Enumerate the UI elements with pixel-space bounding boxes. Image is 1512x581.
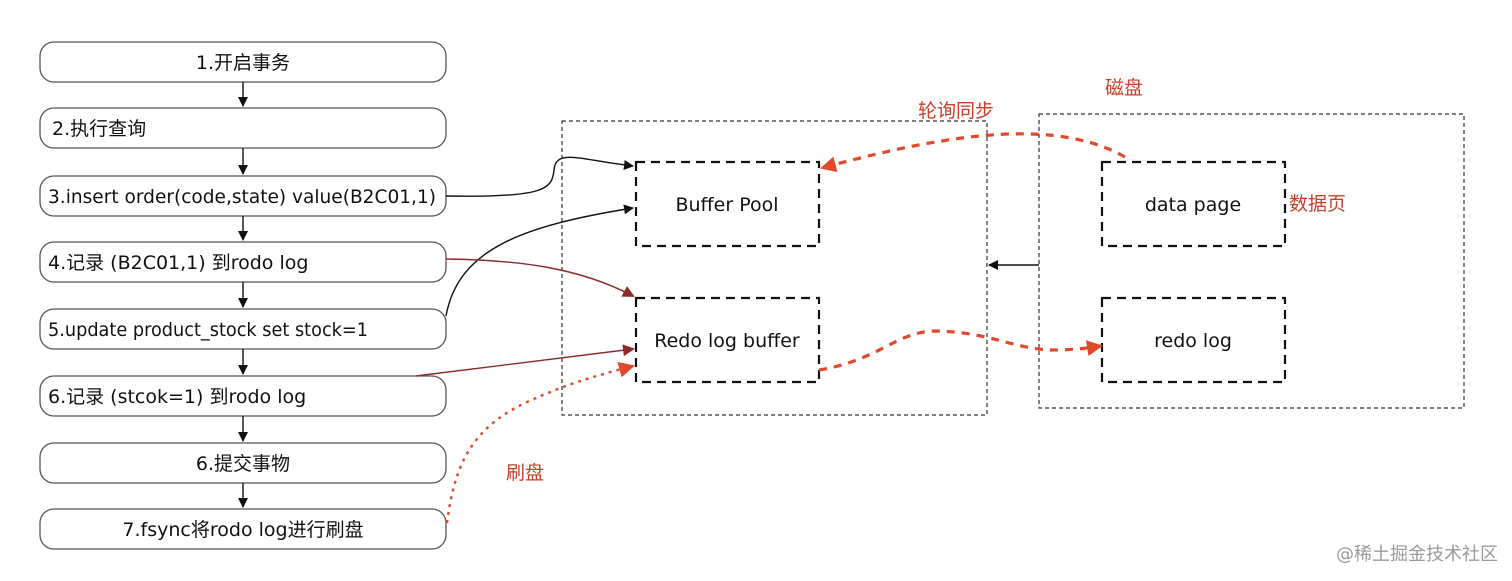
step3-to-buffer-pool-arrow (445, 156, 634, 197)
redo-log-buffer-label: Redo log buffer (654, 330, 800, 352)
disk-container (1038, 113, 1465, 409)
step6-to-redo-buffer-arrow (415, 344, 635, 377)
redo-log-buffer-box: Redo log buffer (634, 296, 821, 384)
step-5: 5.update product_stock set stock=1 (39, 308, 447, 350)
step-6-label: 6.记录 (stcok=1) 到rodo log (48, 386, 306, 408)
redo-log-label: redo log (1154, 330, 1232, 352)
redo-log-box: redo log (1100, 296, 1287, 384)
step-7: 6.提交事物 (39, 442, 447, 484)
step-3-label: 3.insert order(code,state) value(B2C01,1… (48, 186, 436, 208)
redo-buffer-to-disk-arrow (818, 329, 1103, 372)
step-7-label: 6.提交事物 (196, 453, 290, 475)
step-5-label: 5.update product_stock set stock=1 (48, 319, 368, 341)
step-1-label: 1.开启事务 (196, 52, 290, 74)
disk-title: 磁盘 (1105, 77, 1143, 99)
step-3: 3.insert order(code,state) value(B2C01,1… (39, 175, 447, 217)
step-2-label: 2.执行查询 (52, 118, 146, 140)
flush-label: 刷盘 (506, 462, 544, 484)
step4-to-redo-buffer-arrow (445, 258, 635, 297)
flush-arrow (445, 361, 635, 524)
step-8-label: 7.fsync将rodo log进行刷盘 (122, 519, 363, 541)
step-6: 6.记录 (stcok=1) 到rodo log (39, 375, 447, 417)
step-4-label: 4.记录 (B2C01,1) 到rodo log (48, 252, 308, 274)
buffer-pool-label: Buffer Pool (675, 194, 778, 216)
poll-sync-arrow (820, 132, 1126, 172)
step-2: 2.执行查询 (39, 107, 447, 149)
memory-container (561, 120, 988, 416)
data-page-annotation: 数据页 (1289, 193, 1346, 215)
step-8: 7.fsync将rodo log进行刷盘 (39, 508, 447, 550)
poll-sync-label: 轮询同步 (918, 100, 994, 122)
step5-to-buffer-pool-arrow (445, 204, 634, 317)
watermark: @稀土掘金技术社区 (1336, 544, 1498, 565)
buffer-pool-box: Buffer Pool (634, 160, 821, 248)
data-page-label: data page (1145, 194, 1241, 216)
step-4: 4.记录 (B2C01,1) 到rodo log (39, 241, 447, 283)
step-1: 1.开启事务 (39, 41, 447, 83)
data-page-box: data page (1100, 160, 1287, 248)
